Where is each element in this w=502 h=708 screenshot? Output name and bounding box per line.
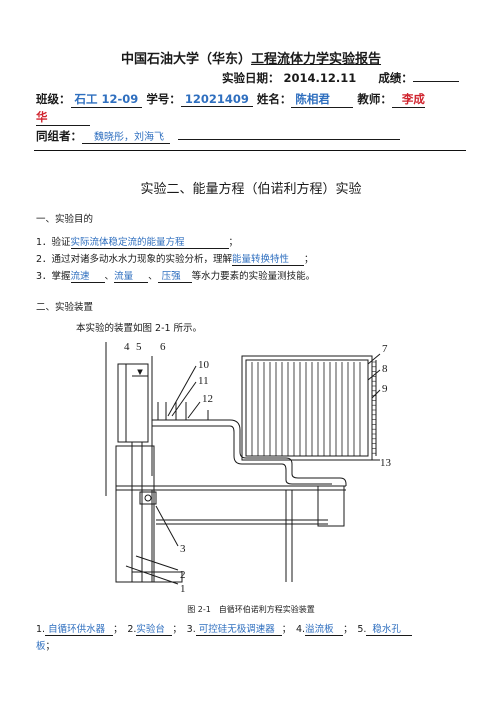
section-2-title: 二、实验装置 [36,302,94,313]
label-10: 10 [198,359,210,371]
label-3: 3 [180,543,186,555]
parts-list-continued: 板； [36,638,55,652]
label-13: 13 [380,457,392,469]
p3-prefix: 3．掌握 [36,271,71,282]
p3-sep-2: 、 [148,271,158,282]
teacher-label: 教师： [357,92,392,106]
speed-controller [139,491,157,505]
label-8: 8 [382,363,388,375]
class-label: 班级： [36,92,71,106]
label-5: 5 [136,341,142,353]
part-5-num: ； 5. [343,624,367,635]
part-5-blank-continued[interactable]: 板 [36,641,46,652]
title-main: 工程流体力学实验报告 [251,52,382,67]
part-3-blank[interactable]: 可控硅无极调速器 [195,621,282,636]
label-2: 2 [180,569,186,581]
title-prefix: 中国石油大学（华东） [120,52,251,67]
purpose-item-2: 2．通过对诸多动水水力现象的实验分析，理解能量转换特性； [36,251,314,266]
water-supply-tank [115,445,155,583]
p2-blank[interactable]: 能量转换特性 [232,251,305,266]
apparatus-figure: 4 5 6 10 11 12 7 8 9 13 3 2 1 [105,341,392,595]
label-1: 1 [180,583,186,595]
name-label: 姓名： [256,92,292,106]
part-1-blank[interactable]: 自循环供水器 [45,621,114,636]
p1-prefix: 1．验证 [36,237,71,248]
tank-outline [117,363,149,443]
p3-blank-3[interactable]: 压强 [157,268,192,283]
figure-caption: 图 2-1 自循环伯诺利方程实验装置 [187,605,315,614]
part-1-num: 1. [36,624,46,635]
report-title: 中国石油大学（华东）工程流体力学实验报告 [0,48,502,67]
p1-suffix: ； [228,237,239,248]
date-value: 2014.12.11 [283,71,357,85]
experiment-title: 实验二、能量方程（伯诺利方程）实验 [140,182,362,197]
manometer-board [245,359,369,457]
p3-blank-2[interactable]: 流量 [114,268,149,283]
section-1-title: 一、实验目的 [36,214,94,225]
label-7: 7 [382,343,388,355]
name-value[interactable]: 陈相君 [291,91,354,108]
p3-suffix: 等水力要素的实验量测技能。 [191,271,316,282]
p3-blank-1[interactable]: 流速 [70,268,105,283]
label-6: 6 [160,341,166,353]
part-2-num: ； 2. [113,624,137,635]
student-info-line: 班级：石工 12-09 学号：12021409 姓名：陈相君 教师：李成 [36,91,425,108]
teacher-value[interactable]: 李成 [391,91,425,108]
p2-suffix: ； [304,254,314,265]
teacher-value-continued[interactable]: 华 [36,109,90,126]
part-4-blank[interactable]: 溢流板 [305,621,344,636]
label-9: 9 [382,383,388,395]
piezometer-tubes [157,402,209,420]
teacher-continued: 华 [36,109,90,126]
score-blank[interactable] [412,70,459,82]
group-label: 同组者： [36,129,82,143]
water-level-mark [137,369,143,376]
date-label: 实验日期： [222,71,280,85]
date-line: 实验日期： 2014.12.11 成绩： [222,70,459,86]
purpose-item-3: 3．掌握流速、流量、压强等水力要素的实验量测技能。 [36,268,315,283]
group-value[interactable]: 魏晓彤，刘海飞 [82,128,170,144]
header-divider [34,150,466,151]
section-2-intro: 本实验的装置如图 2-1 所示。 [76,323,203,334]
label-12: 12 [202,393,213,405]
p3-sep-1: 、 [104,271,115,282]
part-5-blank[interactable]: 稳水孔 [366,621,413,636]
parts-list: 1.自循环供水器； 2.实验台； 3.可控硅无极调速器； 4.溢流板； 5.稳水… [36,621,413,636]
label-4: 4 [124,341,130,353]
group-blank[interactable] [178,128,400,140]
score-label: 成绩： [378,71,413,85]
parts-end: ； [45,641,56,652]
part-2-blank[interactable]: 实验台 [136,621,173,636]
label-11: 11 [198,375,209,387]
p1-blank[interactable]: 实际流体稳定流的能量方程 [70,234,229,249]
id-label: 学号： [146,92,181,106]
part-3-num: ； 3. [172,624,196,635]
purpose-item-1: 1．验证实际流体稳定流的能量方程； [36,234,238,249]
part-4-num: ； 4. [281,624,306,635]
id-value[interactable]: 12021409 [180,92,253,107]
class-value[interactable]: 石工 12-09 [70,91,143,108]
group-line: 同组者：魏晓彤，刘海飞 [36,128,400,144]
pump-box [317,485,345,527]
p2-prefix: 2．通过对诸多动水水力现象的实验分析，理解 [36,254,233,265]
